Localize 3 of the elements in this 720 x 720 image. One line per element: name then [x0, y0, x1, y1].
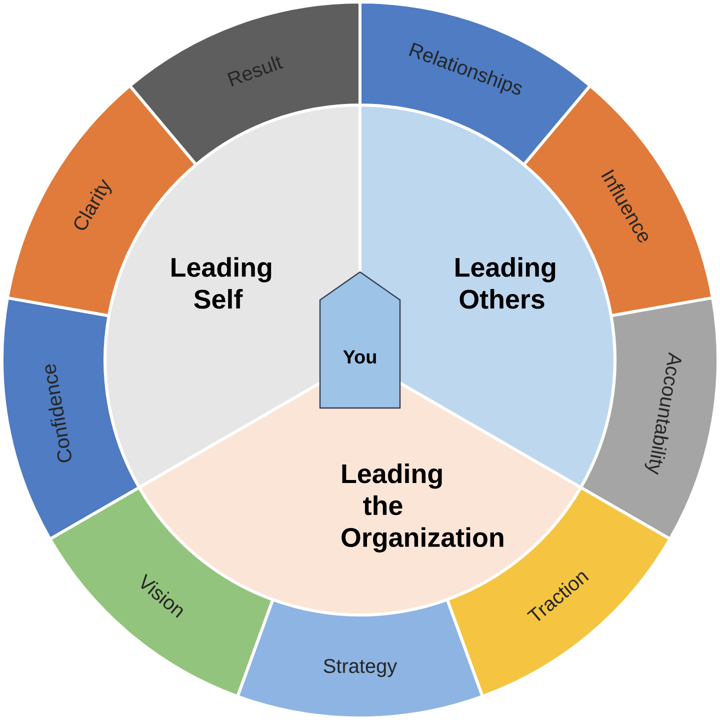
ring-segment: Strategy	[236, 598, 484, 720]
ring-segment: Confidence	[0, 296, 141, 540]
ring-segment: Result	[128, 0, 362, 166]
